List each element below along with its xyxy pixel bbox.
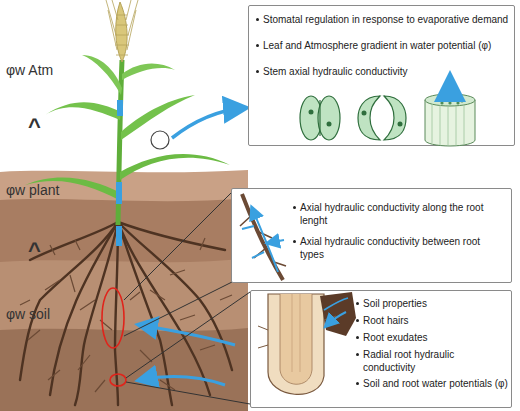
bullet-dot (356, 302, 359, 305)
bullet-dot (293, 240, 296, 243)
info-box: Stomatal regulation in response to evapo… (248, 5, 515, 146)
bullet-dot (293, 206, 296, 209)
bullet-dot (256, 44, 259, 47)
water-potential-label: φw plant (6, 182, 59, 198)
bullet-text: Radial root hydraulic conductivity (363, 348, 508, 374)
water-potential-label: φw soil (6, 306, 50, 322)
bullet-text: Soil and root water potentials (φ) (363, 377, 508, 390)
info-box: Soil propertiesRoot hairsRoot exudatesRa… (250, 290, 512, 408)
bullet-dot (356, 336, 359, 339)
bullet-dot (356, 319, 359, 322)
bullet-text: Stem axial hydraulic conductivity (263, 65, 513, 78)
bullet-text: Root hairs (363, 314, 508, 327)
bullet-text: Axial hydraulic conductivity between roo… (300, 235, 500, 261)
bullet-dot (256, 70, 259, 73)
water-potential-label: φw Atm (6, 62, 53, 78)
bullet-dot (256, 18, 259, 21)
bullet-dot (356, 353, 359, 356)
bullet-text: Soil properties (363, 297, 508, 310)
bullet-text: Axial hydraulic conductivity along the r… (300, 201, 500, 227)
bullet-text: Leaf and Atmosphere gradient in water po… (263, 39, 513, 52)
info-box: Axial hydraulic conductivity along the r… (231, 188, 512, 283)
bullet-text: Root exudates (363, 331, 508, 344)
gradient-symbol: ^ (28, 238, 41, 264)
gradient-symbol: ^ (28, 114, 41, 140)
bullet-dot (356, 382, 359, 385)
bullet-text: Stomatal regulation in response to evapo… (263, 13, 513, 26)
